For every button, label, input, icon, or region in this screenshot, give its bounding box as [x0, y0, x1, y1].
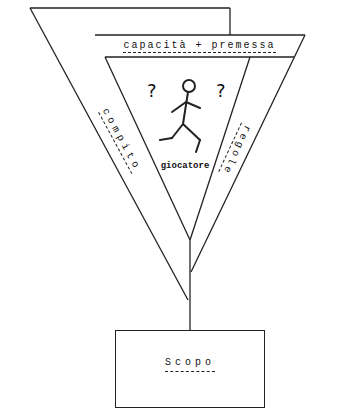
question-mark: ? [147, 80, 157, 101]
band-text: compito [99, 106, 144, 174]
band-text: capacità + premessa [123, 40, 275, 53]
triangle-band: capacità + premessa [105, 36, 294, 57]
player-text: giocatore [161, 161, 210, 171]
goal-text: Scopo [165, 357, 215, 372]
band-text: regole [219, 123, 254, 177]
triangle-band: regole [205, 96, 268, 203]
question-mark: ? [216, 80, 226, 101]
stem-line [190, 240, 191, 330]
goal-box: Scopo [115, 330, 265, 408]
